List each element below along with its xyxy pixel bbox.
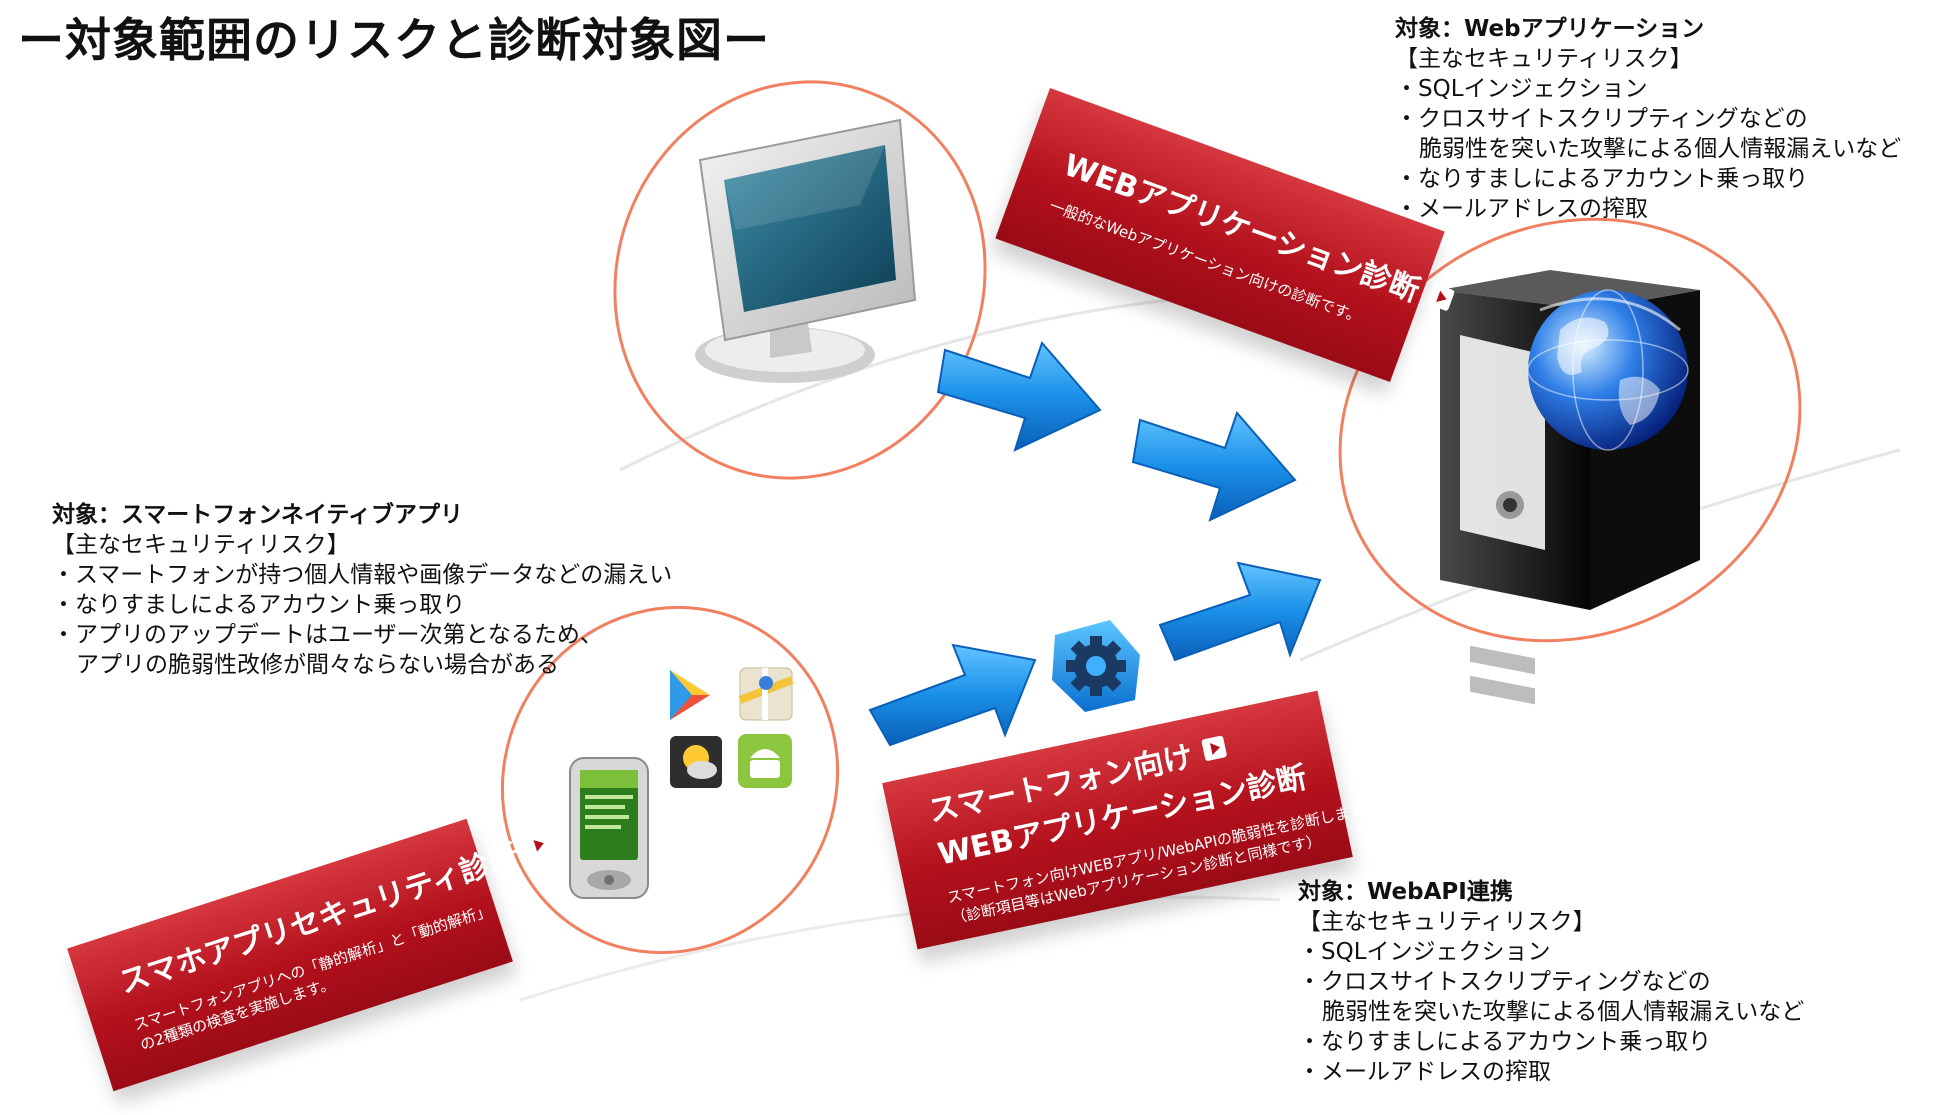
webapi-risk-info: 対象：WebAPI連携 【主なセキュリティリスク】 SQLインジェクション クロ… bbox=[1298, 877, 1804, 1087]
pc-highlight-ellipse bbox=[613, 80, 987, 480]
reflection-swoosh bbox=[519, 895, 1281, 1002]
web-app-risk-subheading: 【主なセキュリティリスク】 bbox=[1395, 46, 1693, 72]
reflection-swoosh bbox=[619, 298, 1171, 472]
list-item: クロスサイトスクリプティングなどの bbox=[1298, 967, 1804, 997]
phone-highlight-ellipse bbox=[500, 605, 840, 955]
arrow-pc-to-server-2 bbox=[1131, 411, 1297, 522]
webapi-risk-subheading: 【主なセキュリティリスク】 bbox=[1298, 909, 1596, 935]
arrow-phone-to-gear bbox=[868, 643, 1037, 747]
list-item: スマートフォンが持つ個人情報や画像データなどの漏えい bbox=[52, 560, 672, 590]
list-item: メールアドレスの搾取 bbox=[1298, 1057, 1804, 1087]
list-item: なりすましによるアカウント乗っ取り bbox=[1298, 1027, 1804, 1057]
web-app-risk-info: 対象：Webアプリケーション 【主なセキュリティリスク】 SQLインジェクション… bbox=[1395, 14, 1901, 224]
arrow-gear-to-server bbox=[1158, 561, 1322, 662]
gear-icon bbox=[1052, 620, 1140, 712]
list-item: メールアドレスの搾取 bbox=[1395, 194, 1901, 224]
list-item-continuation: 脆弱性を突いた攻撃による個人情報漏えいなど bbox=[1322, 999, 1805, 1025]
weather-icon bbox=[670, 736, 722, 788]
server-highlight-ellipse bbox=[1338, 217, 1802, 643]
list-item: SQLインジェクション bbox=[1395, 74, 1901, 104]
webapi-risk-heading: 対象：WebAPI連携 bbox=[1298, 879, 1513, 905]
play-store-icon bbox=[670, 670, 710, 720]
list-item: SQLインジェクション bbox=[1298, 937, 1804, 967]
smartphone-icon bbox=[569, 757, 649, 899]
globe-icon bbox=[1527, 289, 1689, 451]
list-item: なりすましによるアカウント乗っ取り bbox=[52, 590, 672, 620]
maps-icon bbox=[738, 667, 794, 721]
page-title: ー対象範囲のリスクと診断対象図ー bbox=[18, 13, 770, 67]
native-app-risk-info: 対象：スマートフォンネイティブアプリ 【主なセキュリティリスク】 スマートフォン… bbox=[52, 500, 672, 680]
monitor-icon bbox=[695, 118, 917, 383]
list-item-continuation: 脆弱性を突いた攻撃による個人情報漏えいなど bbox=[1419, 136, 1902, 162]
native-app-risk-subheading: 【主なセキュリティリスク】 bbox=[52, 532, 350, 558]
list-item: アプリのアップデートはユーザー次第となるため、 bbox=[52, 620, 672, 650]
native-app-risk-heading: 対象：スマートフォンネイティブアプリ bbox=[52, 502, 464, 528]
web-app-risk-heading: 対象：Webアプリケーション bbox=[1395, 16, 1705, 42]
list-item: クロスサイトスクリプティングなどの bbox=[1395, 104, 1901, 134]
list-item-continuation: アプリの脆弱性改修が間々ならない場合がある bbox=[76, 652, 559, 678]
android-icon bbox=[738, 734, 792, 788]
arrow-pc-to-server-1 bbox=[936, 341, 1102, 452]
list-item: なりすましによるアカウント乗っ取り bbox=[1395, 164, 1901, 194]
play-icon bbox=[1201, 735, 1228, 762]
